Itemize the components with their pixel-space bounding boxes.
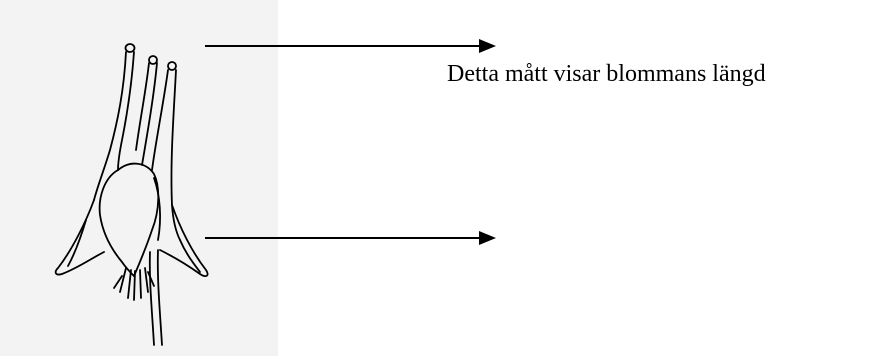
arrow-right-icon (205, 231, 496, 245)
columbine-flower-drawing-icon (54, 43, 209, 346)
drawing-panel (0, 0, 278, 356)
measurement-caption: Detta mått visar blommans längd (447, 61, 766, 87)
arrow-right-icon (205, 39, 496, 53)
